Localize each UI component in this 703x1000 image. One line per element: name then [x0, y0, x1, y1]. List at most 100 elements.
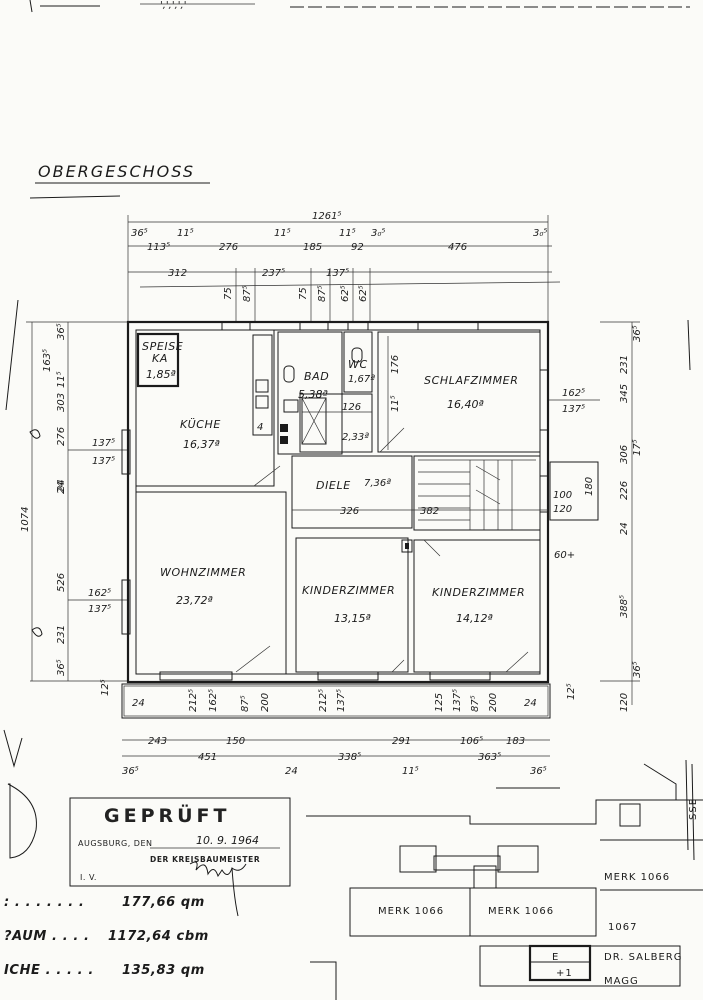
- dim-bot-r1-8: 125: [434, 693, 445, 712]
- room-kinderzimmer2-name: KINDERZIMMER: [432, 586, 525, 599]
- dim-left-win-4: 137⁵: [88, 604, 111, 615]
- room-kueche-area: 16,37ª: [183, 438, 220, 451]
- plan-title: OBERGESCHOSS: [38, 162, 195, 181]
- room-kinderzimmer1-area: 13,15ª: [334, 612, 371, 625]
- dim-right-4: 306: [619, 445, 630, 464]
- dim-int-2: 2,33ª: [342, 432, 369, 443]
- dim-open-6: 62⁵: [358, 285, 369, 302]
- signature-scribble: [189, 861, 247, 878]
- stamp-date: 10. 9. 1964: [196, 834, 259, 847]
- dim-left-win-1: 137⁵: [92, 438, 115, 449]
- dim-bot-r4-1: 36⁵: [122, 766, 139, 777]
- room-wc-name: WC: [348, 358, 368, 371]
- dim-bot-r1-1: 24: [132, 698, 145, 709]
- dim-right-6: 226: [619, 481, 630, 500]
- room-wc-area: 1,67ª: [348, 374, 375, 385]
- dim-right-inner-1: 162⁵: [562, 388, 585, 399]
- dim-top-r1-4: 11⁵: [339, 228, 356, 239]
- total-2-value: 1172,64 cbm: [108, 929, 209, 944]
- dim-bot-r3-3: 363⁵: [478, 752, 501, 763]
- room-schlafzimmer-area: 16,40ª: [447, 398, 484, 411]
- dim-int-6: 382: [420, 506, 439, 517]
- dim-right-5: 17⁵: [632, 439, 643, 456]
- dim-top-r1-5: 3₀⁵: [371, 228, 385, 239]
- site-label-merk-1: MERK 1066: [378, 906, 444, 917]
- dim-top-r2-1: 113⁵: [147, 242, 170, 253]
- dim-bot-r1-5: 200: [260, 693, 271, 712]
- room-bad-area: 5,38ª: [298, 388, 328, 401]
- dim-top-r1-6: 3₀⁵: [533, 228, 547, 239]
- dim-bot-r2-5: 183: [506, 736, 525, 747]
- dim-int-5: 326: [340, 506, 359, 517]
- dim-right-1: 36⁵: [632, 325, 643, 342]
- stamp-office: DER KREISBAUMEISTER: [150, 855, 260, 864]
- dim-bot-r2-2: 150: [226, 736, 245, 747]
- dim-right-9: 36⁵: [632, 661, 643, 678]
- dim-right-inner-4: 120: [553, 504, 572, 515]
- dim-top-r2-4: 92: [351, 242, 364, 253]
- dim-bot-r2-1: 243: [148, 736, 167, 747]
- dim-top-r3-1: 312: [168, 268, 187, 279]
- site-label-merk-3: MERK 1066: [604, 872, 670, 883]
- dim-right-inner-2: 137⁵: [562, 404, 585, 415]
- dim-top-r3-2: 237⁵: [262, 268, 285, 279]
- dim-left-10: 12⁵: [100, 679, 111, 696]
- left-dimensions: 1074 36⁵ 163⁵ 11⁵ 303 276 24 526 231 36⁵…: [5, 299, 128, 696]
- dim-bot-r1-3: 162⁵: [208, 689, 219, 712]
- dim-open-2: 87⁵: [242, 285, 253, 302]
- site-label-merk-2: MERK 1066: [488, 906, 554, 917]
- dim-bot-r3-2: 338⁵: [338, 752, 361, 763]
- dim-open-1: 75: [223, 287, 234, 300]
- room-speise-name2: KA: [152, 352, 168, 365]
- dim-right-11: 12⁵: [566, 683, 577, 700]
- room-labels: SPEISE KA 1,85ª KÜCHE 16,37ª BAD 5,38ª W…: [142, 340, 525, 625]
- dim-top-r1-3: 11⁵: [274, 228, 291, 239]
- dim-open-3: 75: [298, 287, 309, 300]
- total-2-label: ?AUM . . . .: [4, 929, 90, 944]
- room-diele-name: DIELE: [316, 479, 351, 492]
- room-speise-outline: [136, 332, 180, 388]
- site-label-strasse: SSE: [688, 798, 699, 820]
- room-kinderzimmer2-area: 14,12ª: [456, 612, 493, 625]
- dim-left-3: 11⁵: [56, 371, 67, 388]
- dim-left-9: 36⁵: [56, 659, 67, 676]
- dim-int-4: 11⁵: [390, 395, 401, 412]
- dim-left-win-2: 137⁵: [92, 456, 115, 467]
- dim-left-win-3: 162⁵: [88, 588, 111, 599]
- dim-bot-r2-4: 106⁵: [460, 736, 483, 747]
- dim-right-inner-6: 180: [584, 477, 595, 496]
- dim-right-3: 345: [619, 384, 630, 403]
- approval-stamp: GEPRÜFT AUGSBURG, DEN 10. 9. 1964 DER KR…: [69, 797, 291, 917]
- top-dimensions: 1261⁵ 36⁵ 11⁵ 11⁵ 11⁵ 3₀⁵ 3₀⁵ 113⁵ 276 1…: [127, 211, 561, 330]
- dim-open-4: 87⁵: [317, 285, 328, 302]
- right-dimensions: 36⁵ 231 345 306 17⁵ 226 24 388⁵ 36⁵ 120 …: [548, 319, 691, 712]
- dim-int-1: 126: [342, 402, 361, 413]
- site-label-magg: MAGG: [604, 976, 639, 987]
- dim-top-r1-2: 11⁵: [177, 228, 194, 239]
- room-kinderzimmer1-name: KINDERZIMMER: [302, 584, 395, 597]
- dim-top-r1-1: 36⁵: [131, 228, 148, 239]
- room-schlafzimmer-name: SCHLAFZIMMER: [424, 374, 518, 387]
- dim-bot-r4-2: 24: [285, 766, 298, 777]
- stamp-place: AUGSBURG, DEN: [78, 839, 153, 848]
- bottom-dimensions: 24 212⁵ 162⁵ 87⁵ 200 212⁵ 137⁵ 125 137⁵ …: [122, 689, 550, 777]
- dim-open-5: 62⁵: [340, 285, 351, 302]
- total-1-label: : . . . . . . .: [4, 895, 84, 910]
- dim-bot-r3-1: 451: [198, 752, 217, 763]
- dim-overall-width: 1261⁵: [312, 211, 341, 222]
- room-kueche-name: KÜCHE: [180, 418, 221, 431]
- total-3-label: ICHE . . . . .: [4, 963, 94, 978]
- total-3-value: 135,83 qm: [122, 963, 205, 978]
- room-wohnzimmer-area: 23,72ª: [176, 594, 213, 607]
- dim-left-4: 303: [56, 393, 67, 412]
- dim-total-height: 1074: [20, 507, 31, 532]
- total-1-value: 177,66 qm: [122, 895, 205, 910]
- site-label-1067: 1067: [608, 922, 637, 933]
- dim-bot-r1-11: 200: [488, 693, 499, 712]
- dim-bot-r2-3: 291: [392, 736, 411, 747]
- dim-top-r3-3: 137⁵: [326, 268, 349, 279]
- dim-int-3: 176: [390, 355, 401, 374]
- dim-left-6: 24: [56, 479, 67, 492]
- left-edge-marks: [3, 729, 37, 859]
